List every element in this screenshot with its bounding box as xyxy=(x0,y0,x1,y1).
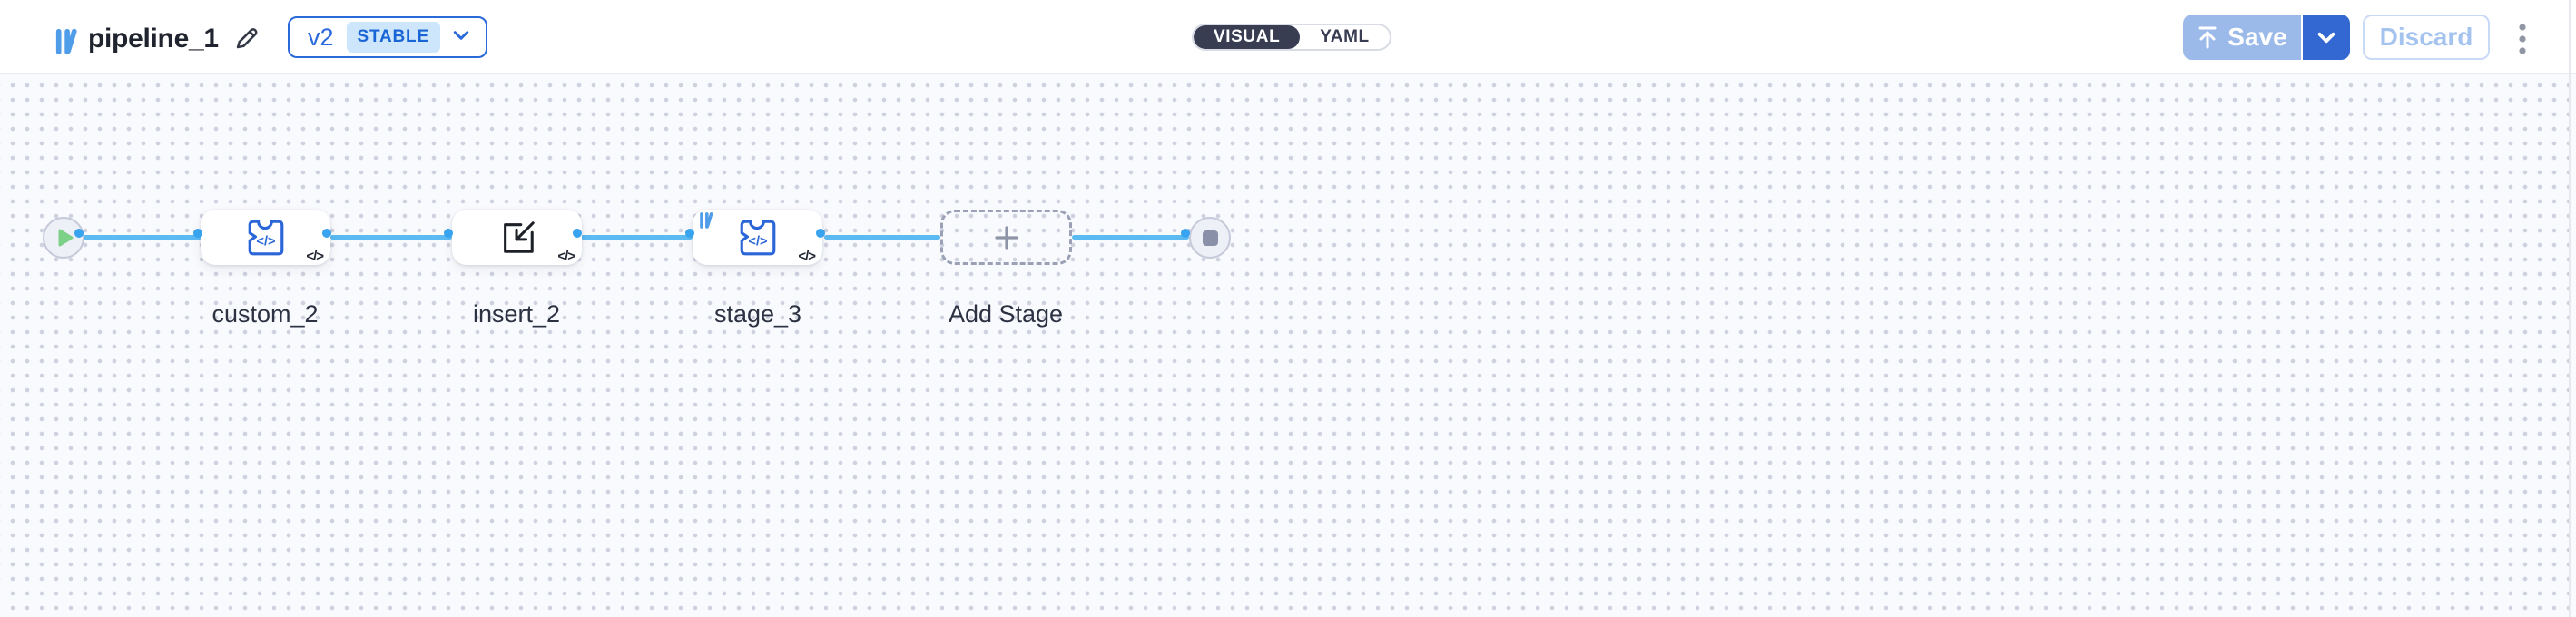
add-stage-button[interactable] xyxy=(940,210,1072,265)
code-badge: </> xyxy=(306,249,324,264)
code-badge: </> xyxy=(557,249,575,264)
node-insert_2[interactable]: </> xyxy=(452,210,582,265)
port[interactable] xyxy=(573,229,582,238)
view-mode-toggle: VISUAL YAML xyxy=(1192,24,1391,51)
port[interactable] xyxy=(193,229,202,238)
stop-icon xyxy=(1202,230,1218,246)
node-label-custom_2: custom_2 xyxy=(211,300,319,328)
version-label: v2 xyxy=(308,23,334,51)
window-right-border xyxy=(2569,0,2571,617)
pipeline-canvas[interactable]: </> </> </> </> xyxy=(0,74,2576,617)
node-custom_2[interactable]: </> </> xyxy=(201,210,330,265)
upload-icon xyxy=(2198,26,2217,49)
node-label-stage_3: stage_3 xyxy=(713,300,802,328)
code-component-icon: </> xyxy=(248,220,283,255)
discard-button[interactable]: Discard xyxy=(2363,15,2490,60)
more-options-icon[interactable] xyxy=(2514,18,2531,66)
node-stage_3[interactable]: </> </> xyxy=(693,210,822,265)
tab-visual[interactable]: VISUAL xyxy=(1194,25,1301,49)
app-logo-icon xyxy=(54,27,84,61)
play-icon xyxy=(58,229,74,247)
header-bar: pipeline_1 v2 STABLE VISUAL YAML xyxy=(0,0,2576,74)
edge xyxy=(581,235,693,240)
port[interactable] xyxy=(74,229,84,238)
edge xyxy=(83,235,202,240)
version-status-badge: STABLE xyxy=(346,22,440,53)
save-button[interactable]: Save xyxy=(2183,15,2303,60)
port[interactable] xyxy=(816,229,825,238)
edge xyxy=(330,235,452,240)
chevron-down-icon xyxy=(2317,32,2335,43)
edge xyxy=(824,235,940,240)
port[interactable] xyxy=(444,229,453,238)
page-title: pipeline_1 xyxy=(88,24,219,54)
library-mark-icon xyxy=(699,211,717,234)
node-label-insert_2: insert_2 xyxy=(472,300,561,328)
plus-icon xyxy=(994,225,1018,250)
port[interactable] xyxy=(685,229,694,238)
trigger-node[interactable] xyxy=(43,217,84,259)
svg-text:</>: </> xyxy=(256,234,275,249)
tab-yaml[interactable]: YAML xyxy=(1320,27,1370,46)
svg-text:</>: </> xyxy=(748,234,767,249)
port[interactable] xyxy=(1181,229,1190,238)
edit-title-icon[interactable] xyxy=(234,24,261,55)
save-options-button[interactable] xyxy=(2303,15,2350,60)
stop-node[interactable] xyxy=(1189,217,1231,259)
edge xyxy=(1072,235,1189,240)
save-split-button: Save xyxy=(2183,15,2350,60)
code-badge: </> xyxy=(798,249,816,264)
code-component-icon: </> xyxy=(740,220,775,255)
chevron-down-icon xyxy=(453,29,469,45)
insert-icon xyxy=(503,220,535,253)
node-label-add-stage: Add Stage xyxy=(948,300,1064,328)
version-selector[interactable]: v2 STABLE xyxy=(288,16,487,58)
port[interactable] xyxy=(322,229,331,238)
